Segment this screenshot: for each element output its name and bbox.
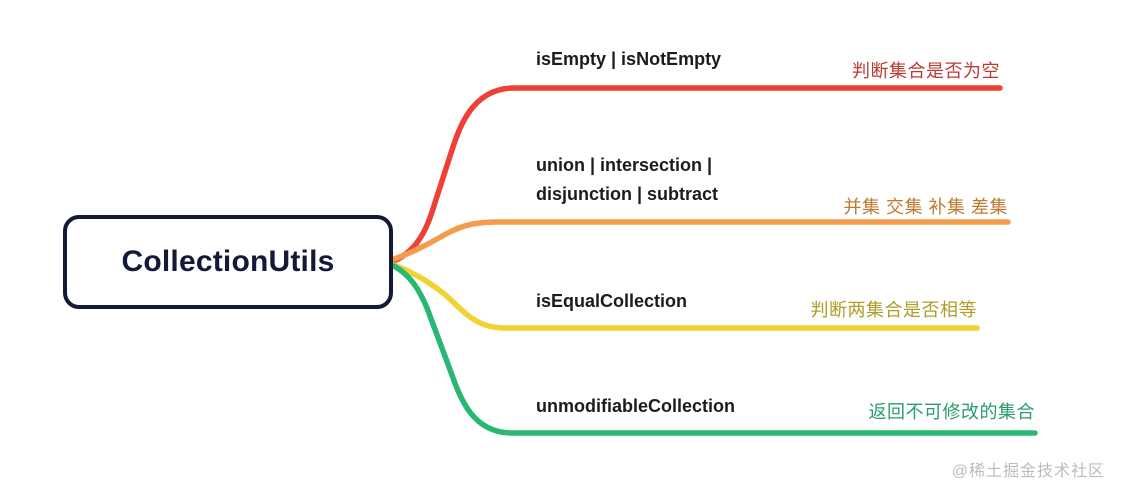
branch-note-isequal[interactable]: 判断两集合是否相等 [810,300,977,320]
branch-note-isempty[interactable]: 判断集合是否为空 [852,61,1000,81]
branch-line-unmodifiable [391,263,1038,436]
branch-line-isequal [391,262,980,331]
branch-line-isempty [391,85,1003,264]
branch-note-union[interactable]: 并集 交集 补集 差集 [843,197,1008,217]
root-node-collectionutils[interactable]: CollectionUtils [63,215,393,309]
branch-node-isempty[interactable]: isEmpty | isNotEmpty [536,49,722,69]
juejin-watermark: @稀土掘金技术社区 [951,463,1105,480]
branch-node-isequal[interactable]: isEqualCollection [536,291,688,311]
branch-line-union [391,219,1011,262]
branch-node-unmodifiable[interactable]: unmodifiableCollection [536,396,736,416]
branch-node-union[interactable]: union | intersection | disjunction | sub… [536,155,719,204]
branch-note-unmodifiable[interactable]: 返回不可修改的集合 [868,402,1035,422]
